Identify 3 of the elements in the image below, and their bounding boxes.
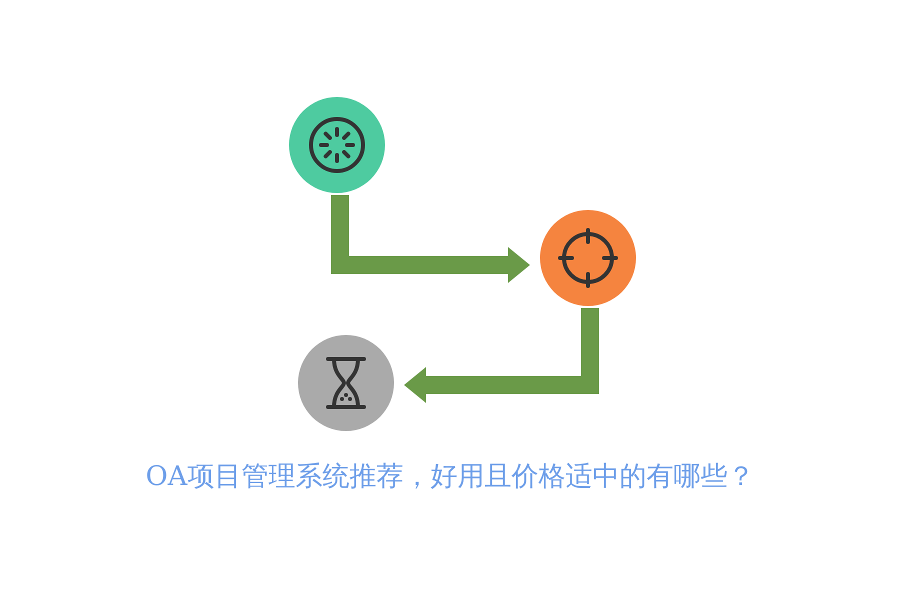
- arrow: [404, 308, 599, 403]
- arrow: [331, 195, 530, 283]
- title: OA项目管理系统推荐，好用且价格适中的有哪些？: [144, 460, 756, 494]
